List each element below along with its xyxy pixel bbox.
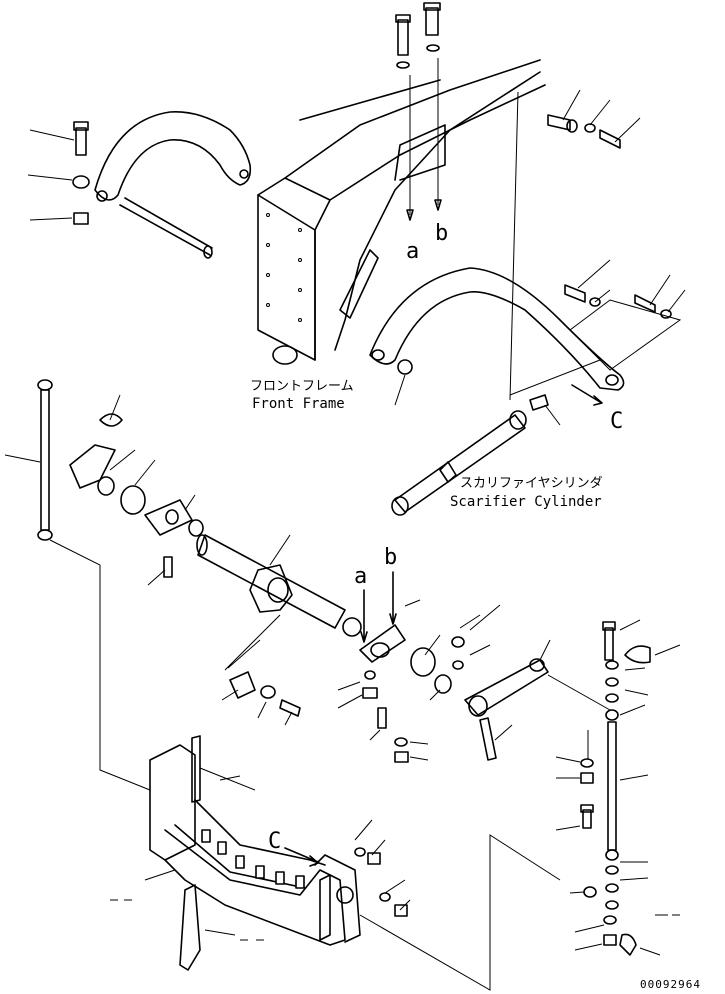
right-arm xyxy=(369,267,625,391)
ref-c-right: C xyxy=(610,409,623,434)
pin-assembly xyxy=(221,614,301,726)
left-arm xyxy=(94,111,252,259)
cylinder-label-jp: スカリファイヤシリンダ xyxy=(460,476,603,491)
arrow-b-mid xyxy=(389,571,397,625)
ref-c-bottom: C xyxy=(268,829,281,854)
right-link-rod xyxy=(547,619,681,956)
ref-a-top: a xyxy=(406,239,419,264)
left-link-rod xyxy=(4,379,151,791)
right-top-pins xyxy=(547,89,686,371)
scarifier-frame xyxy=(110,735,561,991)
arrow-a-mid xyxy=(360,589,368,643)
scarifier-cylinder xyxy=(391,359,561,516)
cylinder-label-en: Scarifier Cylinder xyxy=(450,494,602,510)
front-frame xyxy=(257,59,546,401)
ref-a-mid: a xyxy=(354,564,367,589)
ref-b-top: b xyxy=(435,221,448,246)
arrow-c-bottom xyxy=(284,847,319,867)
front-frame-label-en: Front Frame xyxy=(252,396,345,412)
main-shaft xyxy=(196,534,362,637)
drawing-code: 00092964 xyxy=(640,978,701,991)
bellcrank xyxy=(337,599,551,763)
top-bolts xyxy=(395,2,442,221)
ref-b-mid: b xyxy=(384,545,397,570)
left-bolt-set xyxy=(27,121,90,225)
joint-parts xyxy=(69,394,204,586)
front-frame-label-jp: フロントフレーム xyxy=(250,379,354,394)
arrow-c-right xyxy=(571,384,603,406)
